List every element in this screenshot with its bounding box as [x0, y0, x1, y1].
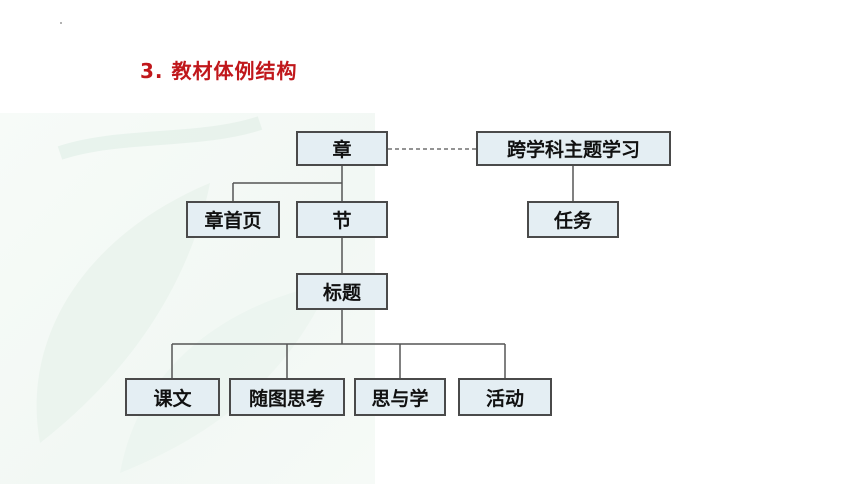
- slide-title: 3. 教材体例结构: [140, 59, 298, 83]
- node-text: 课文: [125, 378, 220, 416]
- node-think-and-learn: 思与学: [354, 378, 446, 416]
- leaf-watermark-icon: [36, 116, 330, 473]
- node-heading: 标题: [296, 273, 388, 310]
- node-activity: 活动: [458, 378, 552, 416]
- node-chapter-first-page: 章首页: [186, 201, 280, 238]
- node-section: 节: [296, 201, 388, 238]
- decor-dot: [60, 22, 62, 24]
- node-task: 任务: [527, 201, 619, 238]
- node-think-with-figure: 随图思考: [229, 378, 345, 416]
- node-interdisciplinary-theme-learning: 跨学科主题学习: [476, 131, 671, 166]
- node-chapter: 章: [296, 131, 388, 166]
